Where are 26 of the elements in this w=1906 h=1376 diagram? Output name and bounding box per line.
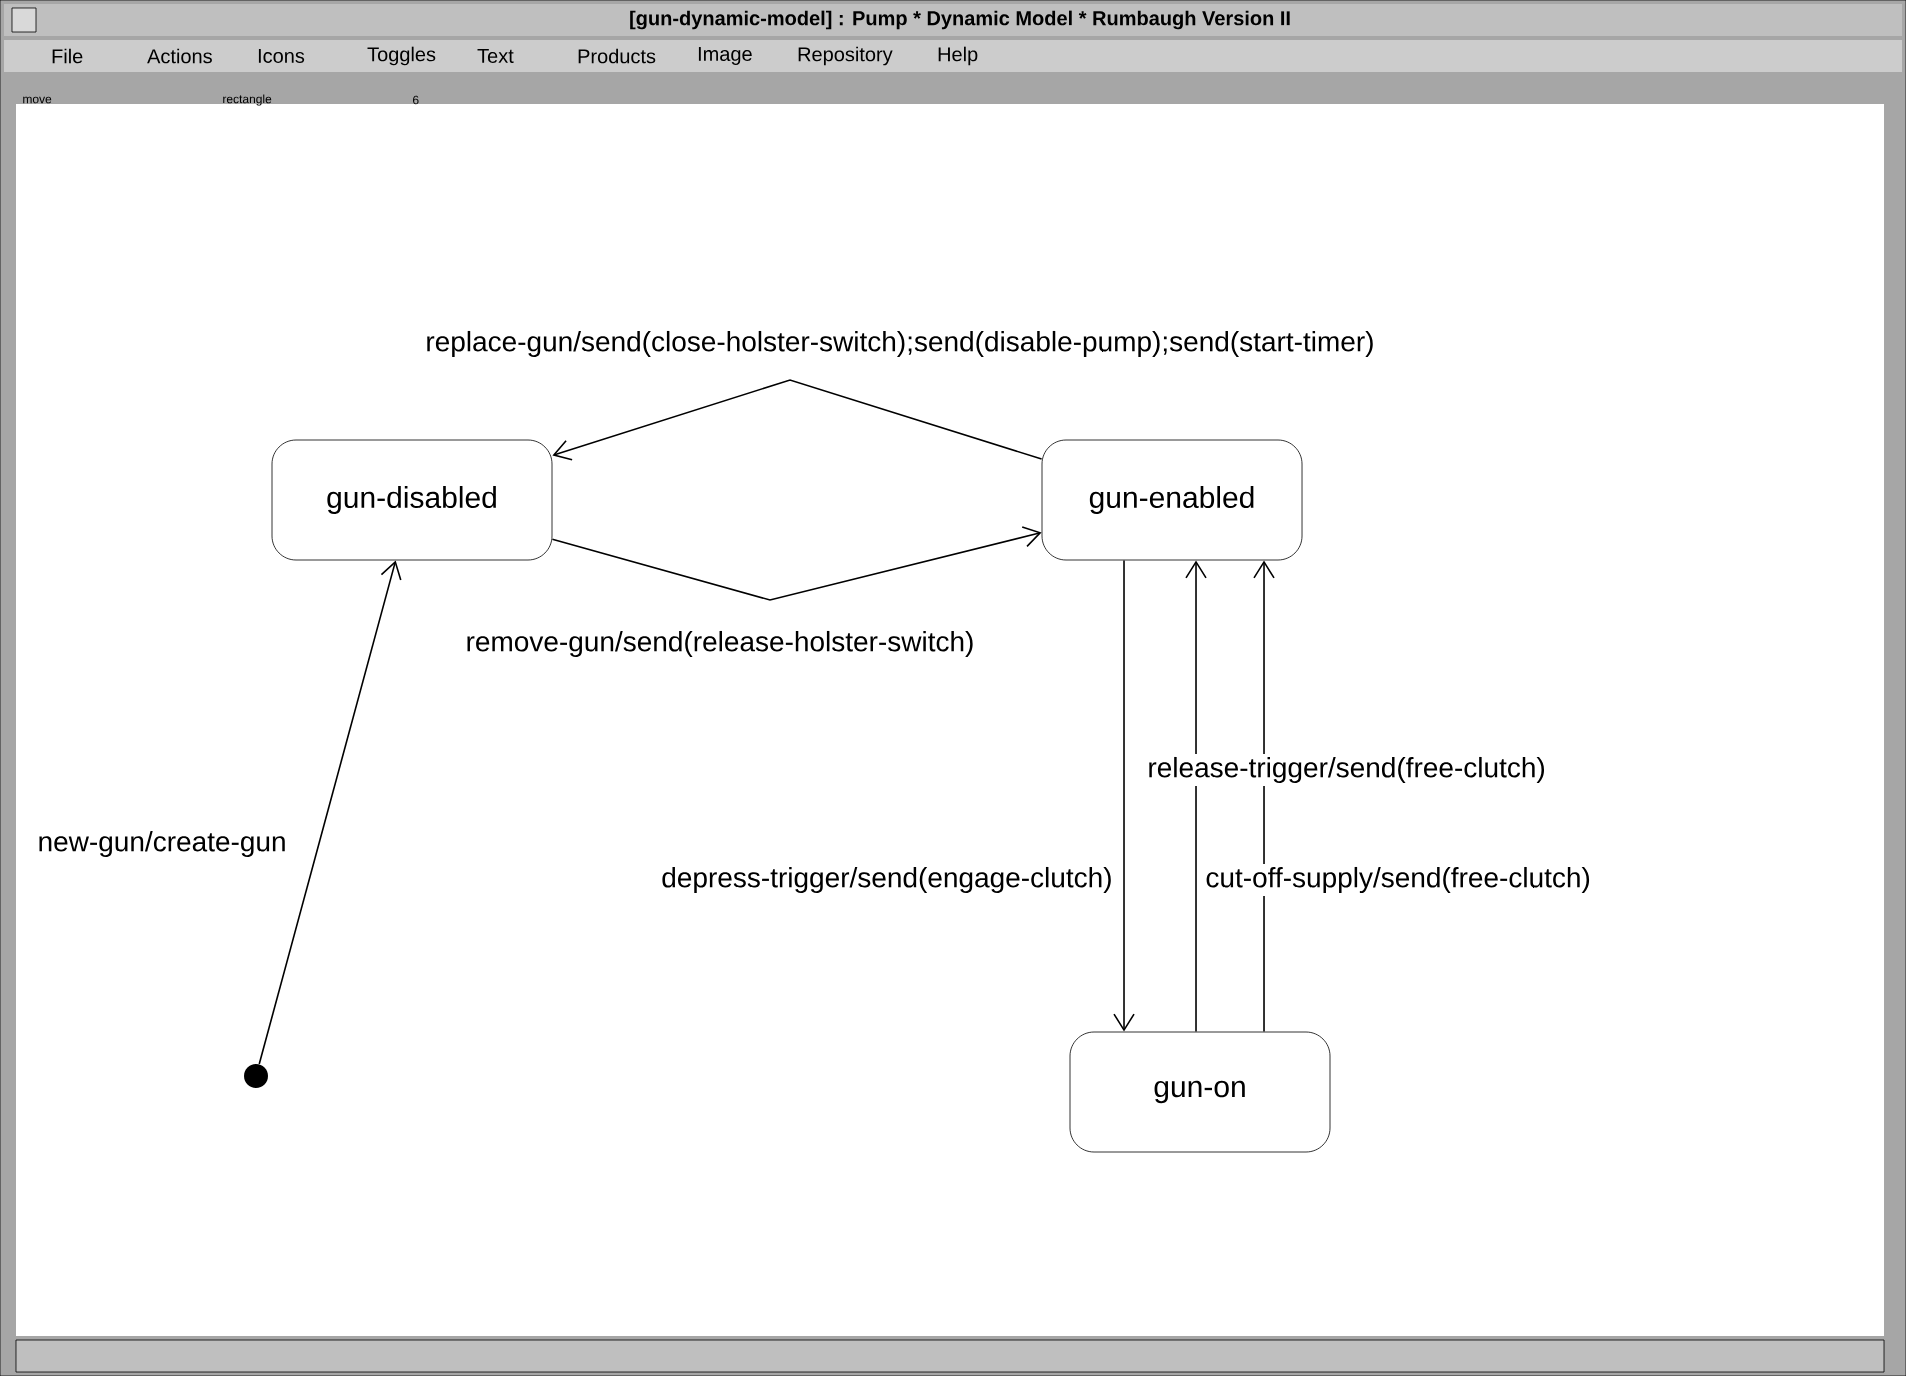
menu-item: Products — [578, 48, 656, 64]
arrow — [1113, 559, 1135, 1032]
edge-label: replace-gun/send(close-holster-switch);send(disable-pump);send(start-timer) — [422, 327, 1378, 361]
menu-item: Toggles — [367, 46, 436, 66]
menu-item: Repository — [798, 46, 893, 66]
state-box: gun-on — [1069, 1031, 1331, 1153]
menu-item: File — [52, 48, 83, 64]
menu-item: Text — [477, 49, 514, 63]
arrow — [258, 560, 402, 1065]
arrow — [551, 526, 1042, 601]
arrow — [552, 379, 1043, 461]
initial-state-dot — [244, 1064, 268, 1088]
edge-label: remove-gun/send(release-holster-switch) — [462, 627, 978, 661]
edge-label: depress-trigger/send(engage-clutch) — [658, 863, 1116, 897]
edge-label: release-trigger/send(free-clutch) — [1144, 753, 1549, 787]
menu-item: Image — [698, 47, 752, 65]
menu-item: Actions — [147, 48, 212, 64]
arrow — [1185, 560, 1207, 1033]
menu-item: Help — [938, 46, 978, 66]
arrow — [1253, 560, 1275, 1033]
state-box: gun-enabled — [1041, 439, 1303, 561]
edge-label: new-gun/create-gun — [34, 827, 290, 861]
edge-label: cut-off-supply/send(free-clutch) — [1202, 863, 1594, 897]
state-box: gun-disabled — [271, 439, 553, 561]
menu-item: Icons — [258, 49, 305, 63]
window-title: [gun-dynamic-model] : Pump * Dynamic Model * Rumbaugh Version II — [630, 10, 1290, 30]
